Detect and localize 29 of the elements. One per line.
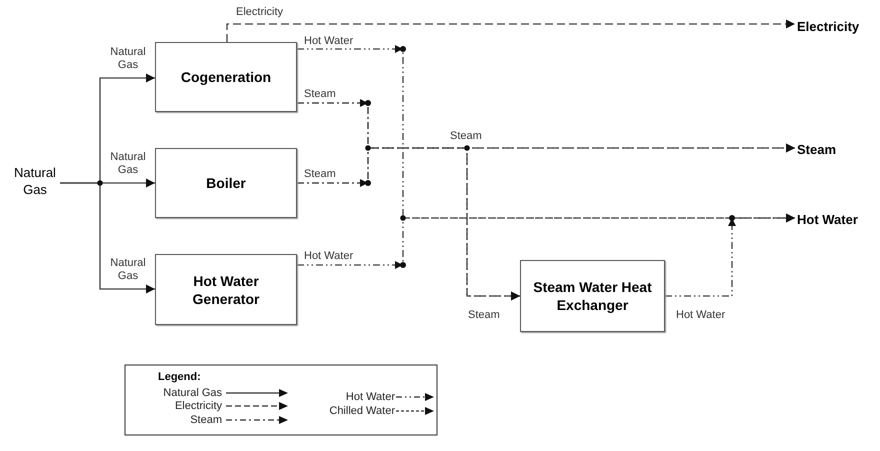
edge-label: Natural Gas [109,46,147,72]
edge-label: Natural Gas [109,151,147,177]
output-label: Hot Water [797,210,877,228]
dashed-arrow [665,213,795,297]
arrow [60,182,155,294]
edge-label: Steam [304,168,336,181]
input-label: Natural Gas [10,164,60,202]
edge-label: Steam [468,309,500,322]
edge-label: Natural Gas [109,257,147,283]
edge-label: Hot Water [676,309,726,322]
legend-text: Chilled Water [328,404,395,418]
edge-label: Steam [304,88,336,101]
edge-label: Hot Water [304,35,354,48]
process-box: Steam Water Heat Exchanger [520,260,665,332]
legend-text: Steam [189,413,222,427]
process-box: Cogeneration [155,42,297,112]
legend-text: Hot Water [344,390,395,404]
legend-title: Legend: [158,371,201,384]
output-label: Steam [797,140,877,158]
legend-text: Natural Gas [162,386,222,400]
process-box: Boiler [155,148,297,218]
dashed-arrow [297,147,520,301]
edge-label: Hot Water [304,250,354,263]
dashed-arrow [226,19,795,42]
edge-label: Electricity [236,6,284,19]
legend-text: Electricity [174,399,222,413]
output-label: Electricity [797,17,877,35]
process-box: Hot Water Generator [155,254,297,325]
line-label: Steam [450,130,482,143]
